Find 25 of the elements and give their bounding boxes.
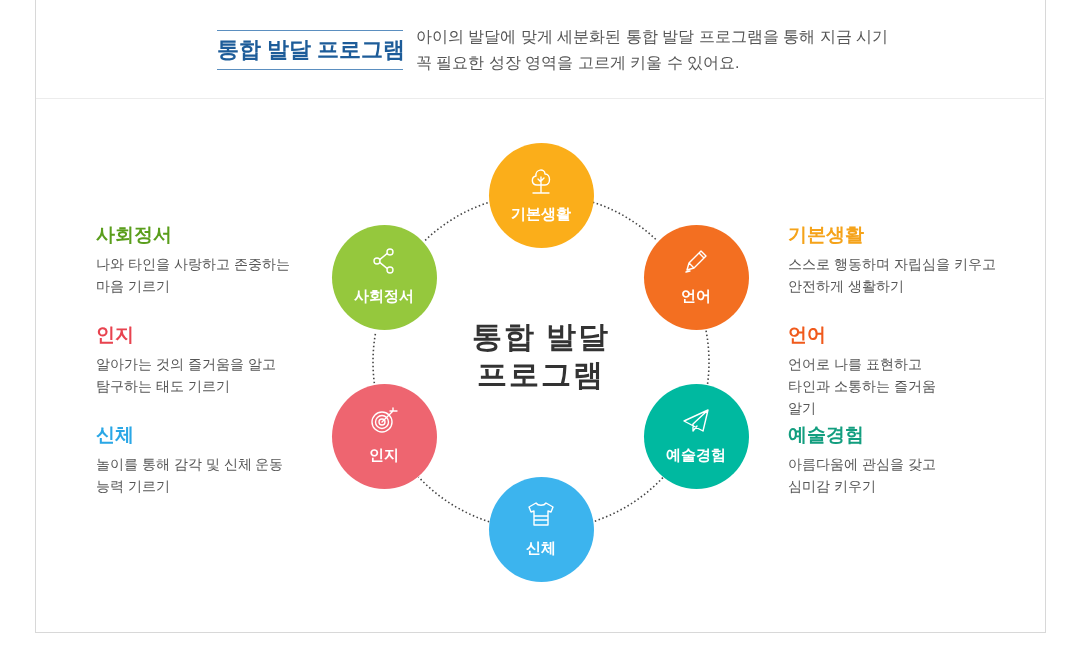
category-label: 신체: [525, 538, 557, 558]
area-description: 놀이를 통해 감각 및 신체 운동 능력 기르기: [96, 455, 285, 496]
area-description: 스스로 행동하며 자립심을 키우고 안전하게 생활하기: [788, 255, 997, 296]
dotted-connector: [592, 476, 664, 523]
area-description: 언어로 나를 표현하고 타인과 소통하는 즐거움 알기: [788, 355, 937, 418]
area-heading: 언어: [788, 323, 827, 347]
area-description: 나와 타인을 사랑하고 존중하는 마음 기르기: [96, 255, 291, 296]
area-heading: 예술경험: [788, 423, 865, 447]
area-heading: 기본생활: [788, 223, 865, 247]
area-heading: 인지: [96, 323, 135, 347]
center-title: 통합 발달 프로그램: [470, 319, 612, 393]
category-label: 기본생활: [510, 204, 572, 224]
category-label: 인지: [368, 445, 400, 465]
description-text: 아이의 발달에 맞게 세분화된 통합 발달 프로그램을 통해 지금 시기 꼭 필요한 성장 영역을 고르게 키울 수 있어요.: [416, 27, 889, 73]
dotted-connector: [705, 329, 710, 385]
title: 통합 발달 프로그램: [217, 30, 403, 70]
category-label: 사회정서: [353, 286, 415, 306]
area-description: 아름다움에 관심을 갖고 심미감 키우기: [788, 455, 937, 496]
area-heading: 신체: [96, 423, 135, 447]
category-label: 언어: [680, 286, 712, 306]
area-heading: 사회정서: [96, 223, 173, 247]
dotted-connector: [417, 476, 490, 523]
category-label: 예술경험: [665, 445, 727, 465]
dotted-connector: [424, 201, 490, 242]
area-description: 알아가는 것의 즐거움을 알고 탐구하는 태도 기르기: [96, 355, 277, 396]
